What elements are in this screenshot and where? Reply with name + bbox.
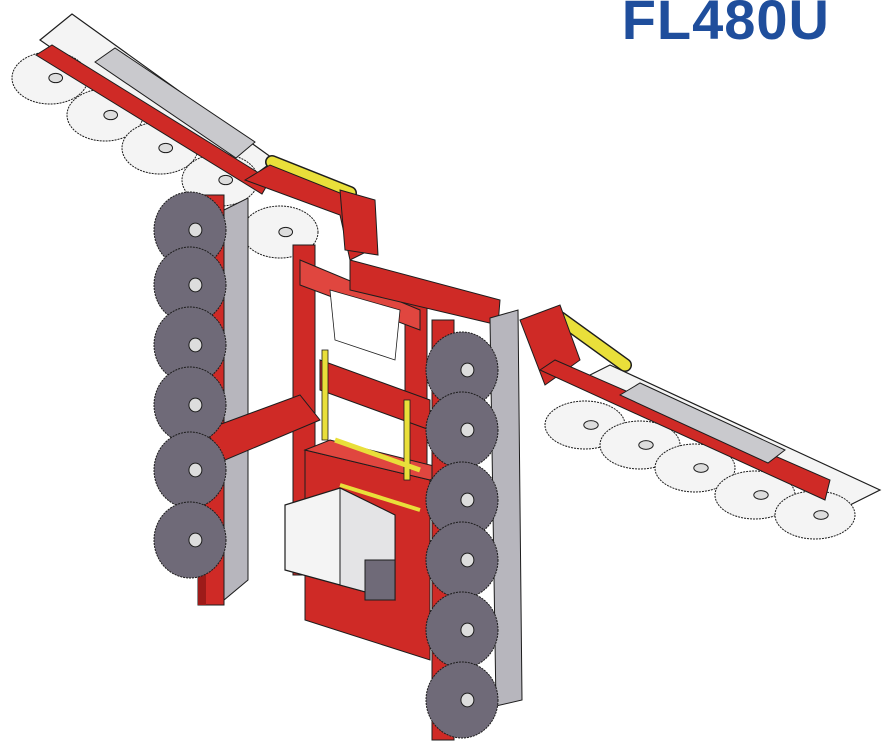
blade-disc — [153, 191, 227, 269]
blade-disc — [153, 366, 227, 444]
right-arm — [519, 304, 882, 540]
blade-disc — [153, 431, 227, 509]
blade-disc — [425, 331, 499, 409]
right-vertical-blade-assembly — [425, 309, 523, 741]
arm-motor-housing — [94, 47, 256, 159]
blade-disc — [425, 661, 499, 739]
engine-box — [284, 487, 396, 601]
vertical-hydraulic-cylinders — [321, 349, 421, 512]
blade-disc — [425, 461, 499, 539]
blade-disc — [774, 490, 856, 540]
product-title: FL480U — [621, 0, 830, 51]
left-vertical-blades — [153, 191, 227, 579]
blade-disc — [425, 591, 499, 669]
upper-hydraulic-cylinder — [265, 155, 357, 200]
blade-disc — [425, 521, 499, 599]
blade-disc — [425, 391, 499, 469]
blade-disc — [153, 501, 227, 579]
blade-disc — [654, 443, 736, 493]
